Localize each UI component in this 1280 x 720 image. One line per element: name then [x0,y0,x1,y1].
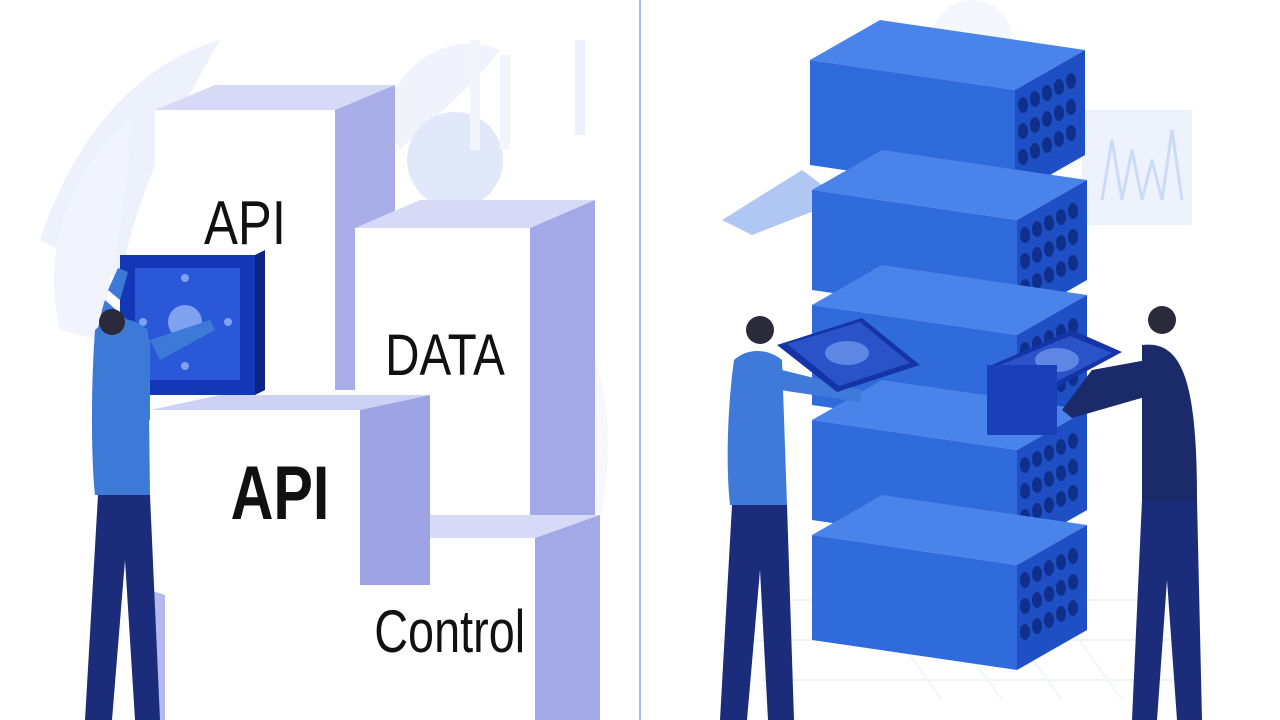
banknote-icon [777,318,1122,435]
server-blocks [720,20,1202,720]
api-middle-label: API [230,451,330,536]
api-top-label: API [204,189,286,258]
block-api-middle [150,395,430,585]
server-layer [810,20,1085,195]
block-bottom-left [150,590,345,720]
left-panel-api-blocks: API DATA API Control [40,40,608,720]
server-layer [812,495,1087,670]
block-control [345,515,600,720]
right-panel-server-stack [642,0,1280,720]
person-left-right-panel [720,316,862,720]
data-label: DATA [385,323,505,388]
panel-divider [639,0,641,720]
control-label: Control [374,598,526,665]
chip-card [120,250,265,395]
person-right [1062,306,1202,720]
person-left [85,268,215,720]
background-decoration [40,40,608,520]
left-panel-artwork [40,40,608,720]
